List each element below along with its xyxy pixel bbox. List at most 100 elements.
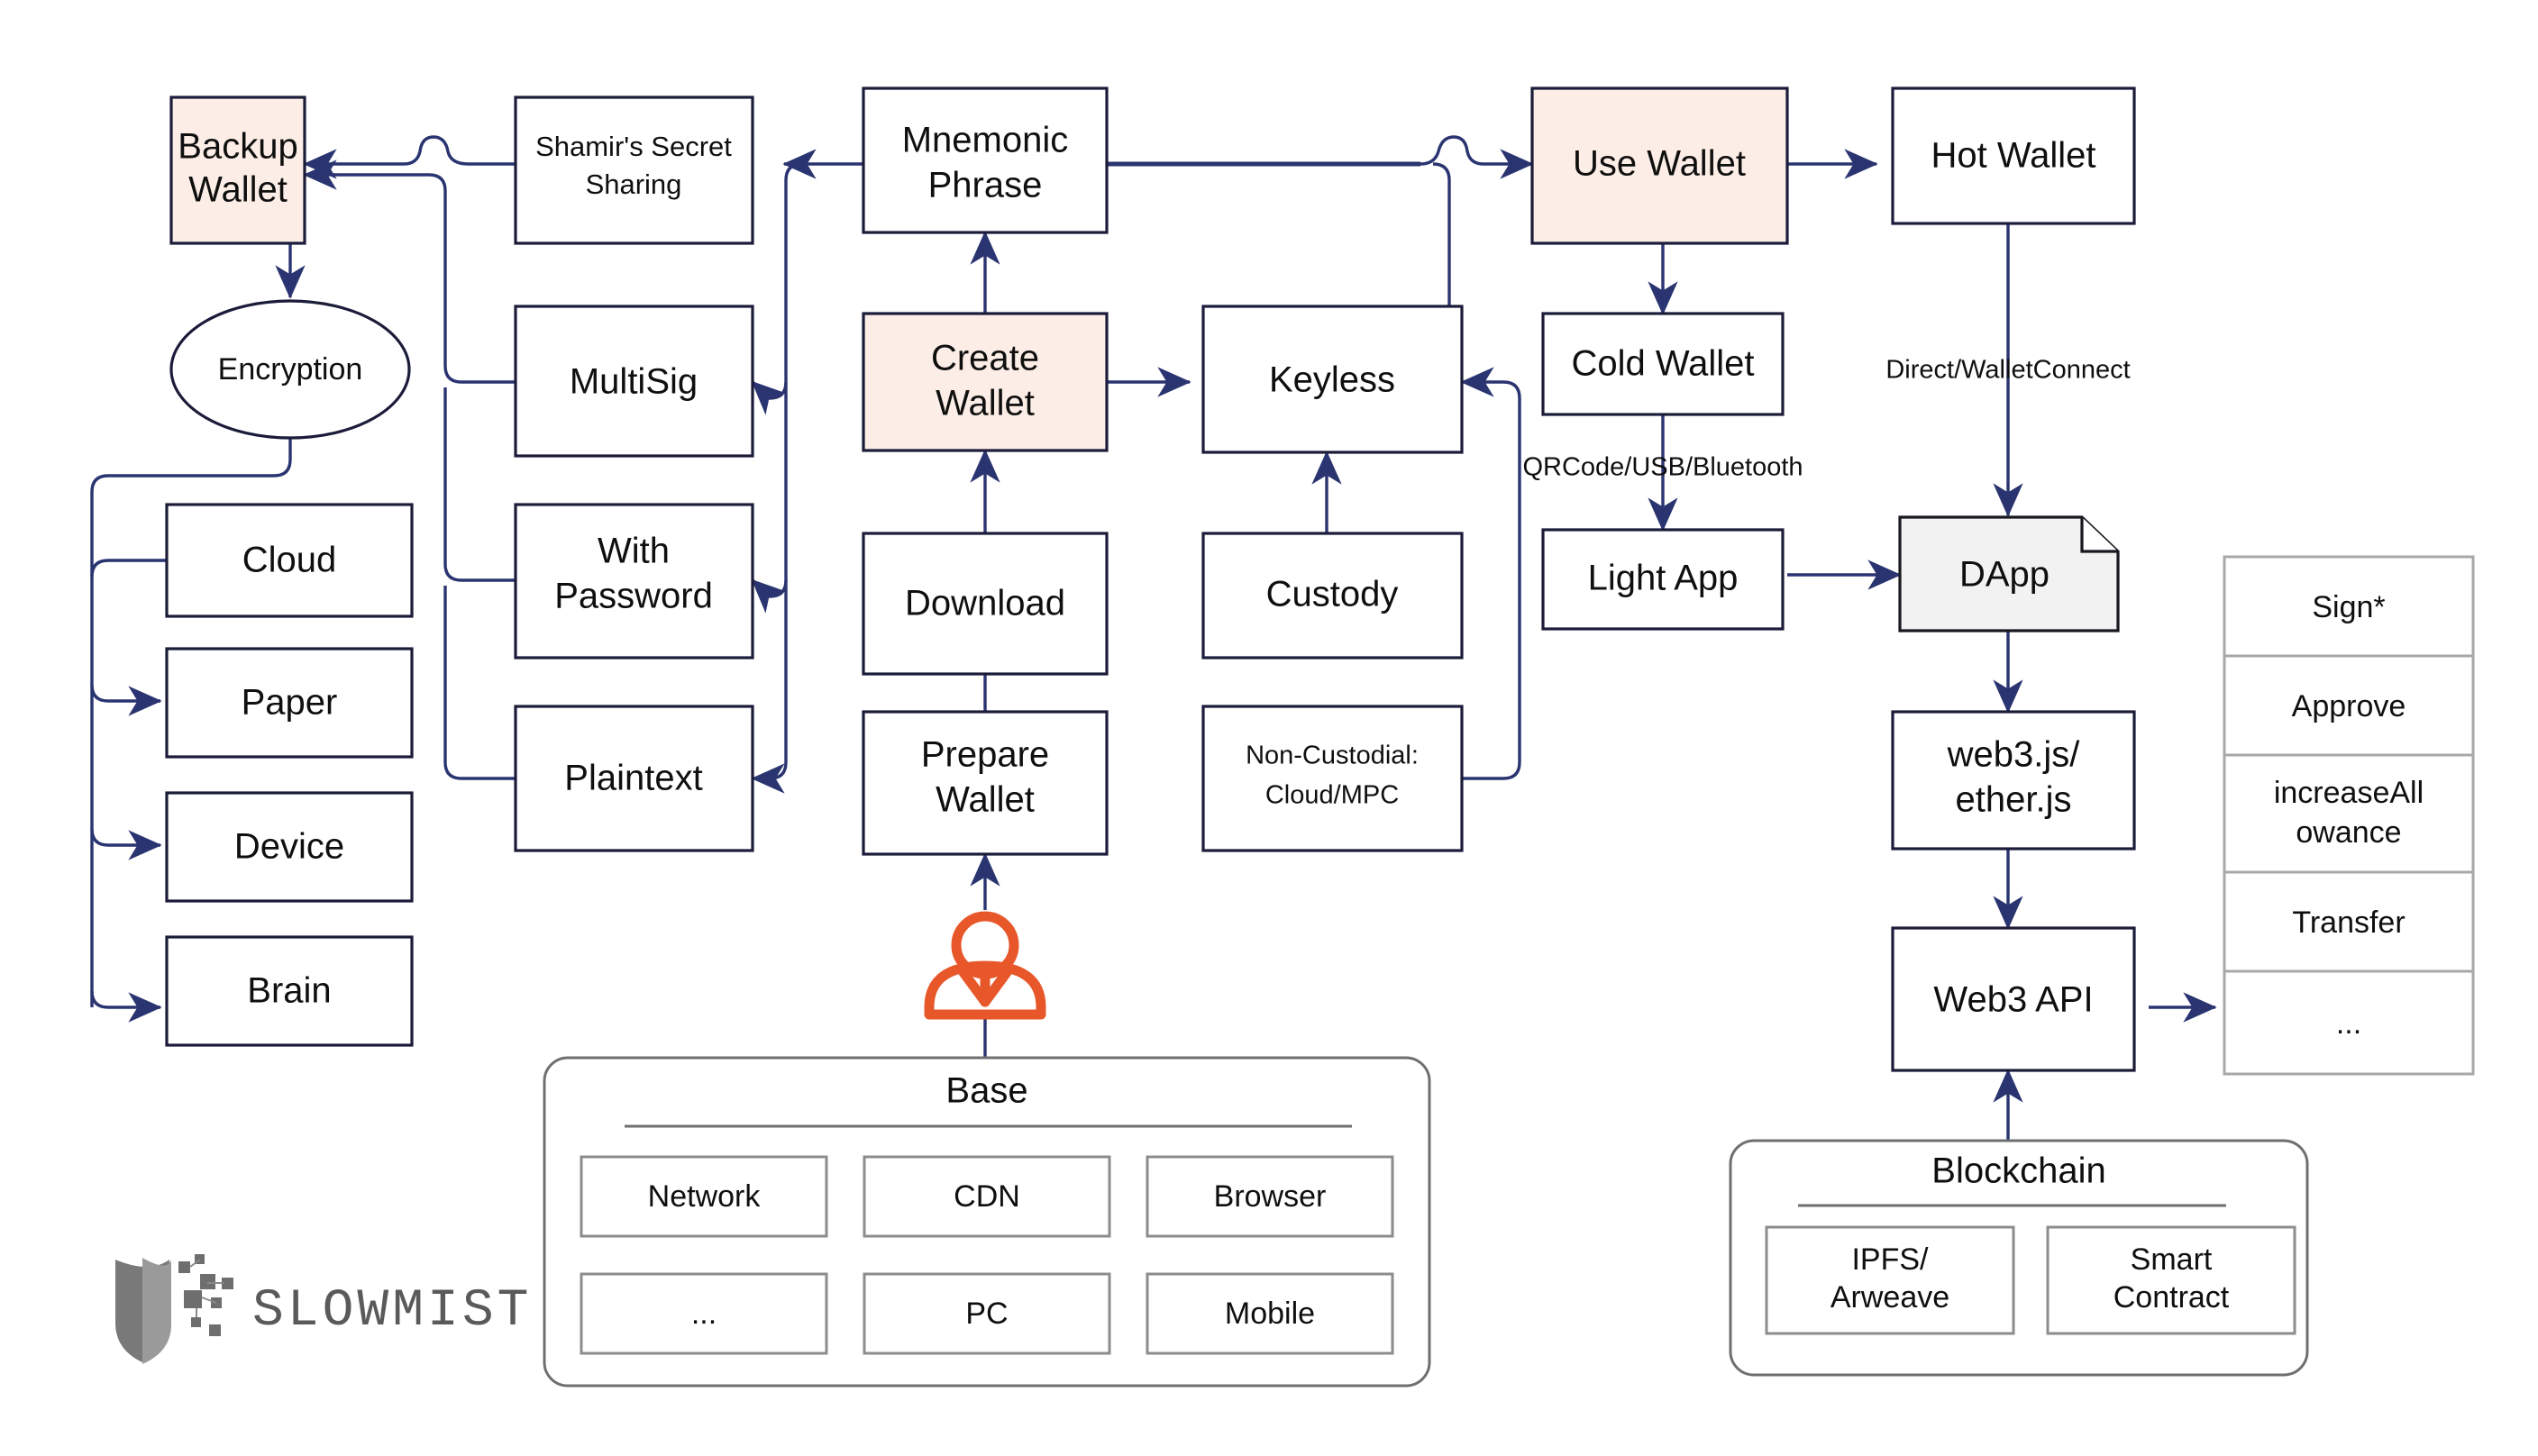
base-item-cdn-label: CDN [954,1179,1020,1214]
edge-bus-to-paper [90,684,162,716]
slowmist-logo-text: SLOWMIST [252,1282,532,1341]
node-with-password[interactable]: With Password [514,503,754,660]
node-device-label: Device [234,827,344,867]
node-encryption[interactable]: Encryption [169,299,411,440]
blockchain-item-smart-contract[interactable]: Smart Contract [2046,1225,2296,1335]
base-item-network-label: Network [648,1179,762,1214]
edge-bus-to-cloud [90,559,167,578]
node-cloud[interactable]: Cloud [165,503,414,618]
node-with-password-line2: Password [554,577,713,616]
table-row-approve-label: Approve [2292,689,2406,723]
base-item-browser[interactable]: Browser [1146,1155,1394,1238]
node-create-wallet-line1: Create [931,339,1039,378]
table-row-increase-line2: owance [2296,815,2401,850]
node-hot-wallet[interactable]: Hot Wallet [1891,86,2136,225]
base-item-mobile[interactable]: Mobile [1146,1272,1394,1355]
edge-encryption-bus [90,432,292,1007]
node-use-wallet[interactable]: Use Wallet [1530,86,1789,245]
edge-plaintext-to-bus [443,586,516,780]
node-mnemonic-line2: Phrase [928,166,1043,205]
table-row-sign-label: Sign* [2312,590,2385,624]
node-backup-wallet-line1: Backup [178,127,297,167]
node-web3js[interactable]: web3.js/ ether.js [1891,710,2136,851]
node-brain-label: Brain [247,971,331,1011]
table-row-increase-allowance[interactable]: increaseAll owance [2223,753,2475,874]
table-row-more[interactable]: ... [2223,969,2475,1076]
group-base: Base Network CDN Browser ... PC Mobile [543,1056,1431,1388]
blockchain-item-ipfs[interactable]: IPFS/ Arweave [1765,1225,2015,1335]
node-shamir-secret-sharing[interactable]: Shamir's Secret Sharing [514,96,754,245]
node-light-app[interactable]: Light App [1541,528,1785,631]
blockchain-item-ipfs-line1: IPFS/ [1851,1242,1929,1277]
node-dapp-label: DApp [1959,555,2050,595]
node-web3js-line2: ether.js [1956,780,2072,820]
node-prepare-wallet-line2: Wallet [936,780,1035,820]
node-encryption-label: Encryption [218,352,363,387]
node-shamir-line1: Shamir's Secret [535,131,732,162]
node-device[interactable]: Device [165,791,414,903]
node-paper-label: Paper [242,683,338,723]
node-download[interactable]: Download [862,532,1109,676]
node-prepare-wallet[interactable]: Prepare Wallet [862,710,1109,856]
node-web3-api-label: Web3 API [1933,980,2093,1020]
blockchain-item-sc-line1: Smart [2131,1242,2213,1277]
node-custody[interactable]: Custody [1201,532,1464,660]
base-item-pc[interactable]: PC [863,1272,1111,1355]
user-icon [924,911,1046,1020]
base-item-network[interactable]: Network [580,1155,828,1238]
node-dapp[interactable]: DApp [1898,515,2120,632]
base-item-cdn[interactable]: CDN [863,1155,1111,1238]
node-shamir-line2: Sharing [586,168,682,200]
shield-icon [115,1258,171,1364]
node-mnemonic-phrase[interactable]: Mnemonic Phrase [862,86,1109,234]
node-brain[interactable]: Brain [165,935,414,1047]
edges-layer [90,135,2217,1144]
node-hot-wallet-label: Hot Wallet [1931,136,2095,176]
node-mnemonic-line1: Mnemonic [902,121,1069,160]
node-plaintext-label: Plaintext [564,759,702,798]
base-item-more[interactable]: ... [580,1272,828,1355]
edge-bus-to-brain [90,990,162,1023]
node-keyless[interactable]: Keyless [1201,305,1464,454]
slowmist-logo: SLOWMIST [115,1254,532,1364]
blockchain-item-ipfs-line2: Arweave [1830,1280,1949,1315]
group-base-title: Base [945,1071,1027,1111]
node-web3-api[interactable]: Web3 API [1891,926,2136,1072]
node-plaintext[interactable]: Plaintext [514,705,754,852]
edge-mnemonic-to-plaintext [751,162,803,794]
node-backup-wallet[interactable]: Backup Wallet [169,96,306,245]
edge-shamir-to-backup [303,135,516,179]
node-cold-wallet[interactable]: Cold Wallet [1541,312,1785,416]
base-item-more-label: ... [691,1297,717,1331]
group-blockchain: Blockchain IPFS/ Arweave Smart Contract [1729,1139,2309,1377]
edge-multisig-to-backup [303,159,516,384]
node-non-custodial-line2: Cloud/MPC [1265,781,1399,810]
node-backup-wallet-line2: Wallet [188,170,288,210]
table-row-transfer[interactable]: Transfer [2223,870,2475,973]
node-web3js-line1: web3.js/ [1947,735,2081,775]
node-multisig[interactable]: MultiSig [514,305,754,458]
group-blockchain-title: Blockchain [1931,1151,2105,1191]
node-keyless-label: Keyless [1269,360,1395,400]
node-non-custodial[interactable]: Non-Custodial: Cloud/MPC [1201,705,1464,852]
table-row-more-label: ... [2336,1006,2361,1041]
actions-table: Sign* Approve increaseAll owance Transfe… [2223,555,2475,1076]
node-cloud-label: Cloud [242,541,337,580]
blockchain-item-sc-line2: Contract [2113,1280,2230,1315]
table-row-sign[interactable]: Sign* [2223,555,2475,658]
base-item-pc-label: PC [965,1297,1008,1331]
node-use-wallet-label: Use Wallet [1573,144,1746,184]
edge-noncustodial-to-keyless [1449,367,1521,780]
node-with-password-line1: With [598,532,670,571]
edge-label-direct: Direct/WalletConnect [1885,356,2130,385]
base-item-mobile-label: Mobile [1225,1297,1315,1331]
edge-bus-to-device [90,828,162,860]
node-paper[interactable]: Paper [165,647,414,759]
node-non-custodial-line1: Non-Custodial: [1246,742,1419,770]
node-create-wallet[interactable]: Create Wallet [862,312,1109,452]
shield-pixels-icon [178,1254,233,1336]
edge-mnemonic-to-multisig [751,380,788,415]
table-row-approve[interactable]: Approve [2223,654,2475,757]
node-download-label: Download [905,584,1065,623]
